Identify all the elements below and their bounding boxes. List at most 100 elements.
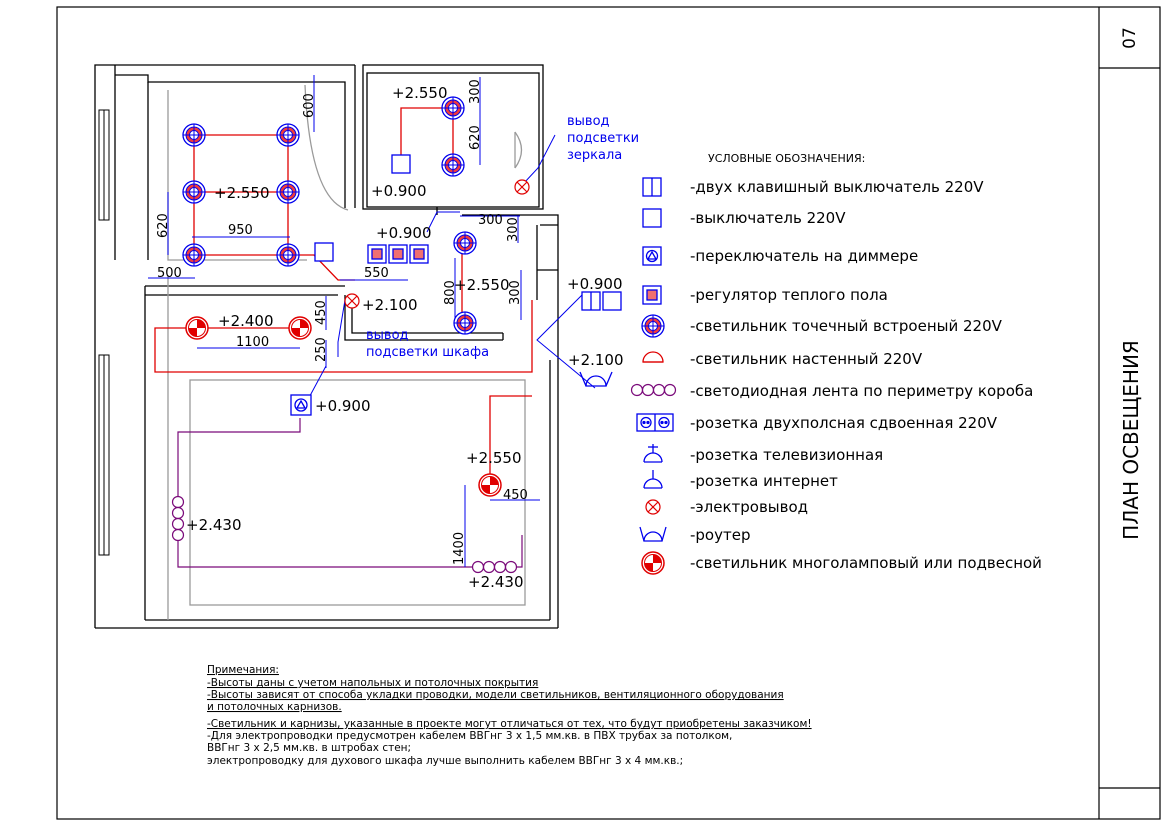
height-label: +2.430 [468, 573, 524, 591]
cabinet-callout-line1: вывод [366, 328, 409, 343]
note-line: -Светильник и карнизы, указанные в проек… [207, 718, 812, 730]
pendant-lamp-icon [641, 551, 665, 575]
dim-1100: 1100 [236, 335, 269, 350]
switch-icon [314, 242, 334, 262]
recessed-spotlight-icon [441, 153, 465, 177]
legend-item-label: -светильник многоламповый или подвесной [690, 554, 1042, 572]
legend-item-label: -регулятор теплого пола [690, 286, 888, 304]
lighting-wiring [154, 107, 533, 485]
height-label: +2.550 [454, 276, 510, 294]
tv-socket-icon [643, 444, 663, 463]
internet-socket-icon [643, 470, 663, 489]
switch-icon [642, 208, 662, 228]
legend-item-label: -розетка телевизионная [690, 446, 883, 464]
sheet-number: 07 [1120, 27, 1140, 49]
note-line: электропроводку для духового шкафа лучше… [207, 755, 683, 767]
legend-item-label: -розетка двухполсная сдвоенная 220V [690, 414, 998, 432]
double-switch-icon [581, 291, 622, 311]
dim-300-bath: 300 [468, 79, 483, 104]
height-label: +2.550 [214, 184, 270, 202]
note-line: и потолочных карнизов. [207, 701, 342, 713]
walls [94, 64, 559, 629]
callouts: вывод подсветки зеркала вывод подсветки … [366, 114, 639, 360]
windows [98, 109, 110, 556]
note-line: -Высоты зависят от способа укладки прово… [207, 689, 784, 701]
led-strip-icon [630, 383, 677, 397]
legend-icons [630, 177, 677, 575]
recessed-spotlight-icon [641, 314, 665, 338]
height-label: +0.900 [315, 397, 371, 415]
dimmer-switch-icon [290, 394, 312, 416]
floor-heating-regulator-icon [642, 285, 662, 305]
recessed-spotlight-icon [276, 243, 300, 267]
legend-item-label: -розетка интернет [690, 472, 838, 490]
note-line: -Для электропроводки предусмотрен кабеле… [207, 730, 732, 742]
mirror-callout-line2: подсветки [567, 131, 639, 146]
height-label: +0.900 [371, 182, 427, 200]
recessed-spotlight-icon [453, 231, 477, 255]
dim-550: 550 [364, 266, 389, 281]
mirror-callout-line3: зеркала [567, 148, 622, 163]
dim-300-hall-c: 300 [508, 280, 523, 305]
note-line: -Высоты даны с учетом напольных и потоло… [207, 677, 538, 689]
notes-title: Примечания: [207, 664, 279, 676]
legend-item-label: -светильник настенный 220V [690, 350, 923, 368]
recessed-spotlight-icon [182, 123, 206, 147]
recessed-spotlight-icon [276, 123, 300, 147]
dim-620-room: 620 [156, 213, 171, 238]
double-socket-icon [636, 413, 674, 432]
switch-icon [391, 154, 411, 174]
router-icon [579, 371, 613, 387]
dimension-lines [148, 75, 596, 567]
dim-300-hall-b: 300 [506, 217, 521, 242]
electrical-outlet-icon [344, 293, 360, 309]
height-label: +0.900 [567, 275, 623, 293]
dim-450-b: 450 [503, 488, 528, 503]
pendant-lamp-icon [288, 316, 312, 340]
legend-item-label: -электровывод [690, 498, 808, 516]
recessed-spotlight-icon [182, 180, 206, 204]
floor-heating-regulator-icon [367, 244, 429, 264]
recessed-spotlight-icon [453, 311, 477, 335]
cabinet-callout-line2: подсветки шкафа [366, 345, 489, 360]
dim-800: 800 [443, 280, 458, 305]
dim-300-hall-a: 300 [478, 213, 503, 228]
legend-labels: -двух клавишный выключатель 220V -выключ… [690, 178, 1042, 572]
electrical-outlet-icon [514, 179, 530, 195]
dim-450-a: 450 [314, 300, 329, 325]
dim-500: 500 [157, 266, 182, 281]
double-switch-icon [642, 177, 662, 197]
height-label: +2.430 [186, 516, 242, 534]
note-line: ВВГнг 3 х 2,5 мм.кв. в штробах стен; [207, 742, 411, 754]
legend-item-label: -светодиодная лента по периметру короба [690, 382, 1033, 400]
mirror-callout-line1: вывод [567, 114, 610, 129]
pendant-lamp-icon [185, 316, 209, 340]
dim-620-bath: 620 [468, 125, 483, 150]
height-label: +2.100 [362, 296, 418, 314]
dimmer-switch-icon [642, 246, 662, 266]
router-icon [639, 526, 667, 542]
pendant-lamp-icon [478, 473, 502, 497]
dim-1400: 1400 [452, 532, 467, 565]
recessed-spotlights [182, 96, 477, 335]
legend-item-label: -двух клавишный выключатель 220V [690, 178, 984, 196]
height-label: +0.900 [376, 224, 432, 242]
dim-950: 950 [228, 223, 253, 238]
height-label: +2.100 [568, 351, 624, 369]
electrical-outlet-icon [645, 499, 661, 515]
wall-lamp-icon [642, 351, 664, 363]
legend-item-label: -роутер [690, 526, 750, 544]
switches [290, 154, 622, 416]
dim-250: 250 [314, 337, 329, 362]
legend-item-label: -переключатель на диммере [690, 247, 918, 265]
dim-600: 600 [302, 93, 317, 118]
sheet-title: ПЛАН ОСВЕЩЕНИЯ [1119, 340, 1143, 540]
dimension-texts: 600 300 620 620 950 500 550 300 300 800 … [156, 79, 528, 565]
height-label: +2.550 [392, 84, 448, 102]
ceiling-box-outline [167, 84, 526, 620]
height-labels: +2.550 +2.550 +0.900 +0.900 +2.550 +0.90… [186, 84, 624, 591]
legend-title: УСЛОВНЫЕ ОБОЗНАЧЕНИЯ: [708, 152, 865, 165]
electrical-outlets [344, 179, 530, 309]
led-wiring [177, 418, 523, 568]
